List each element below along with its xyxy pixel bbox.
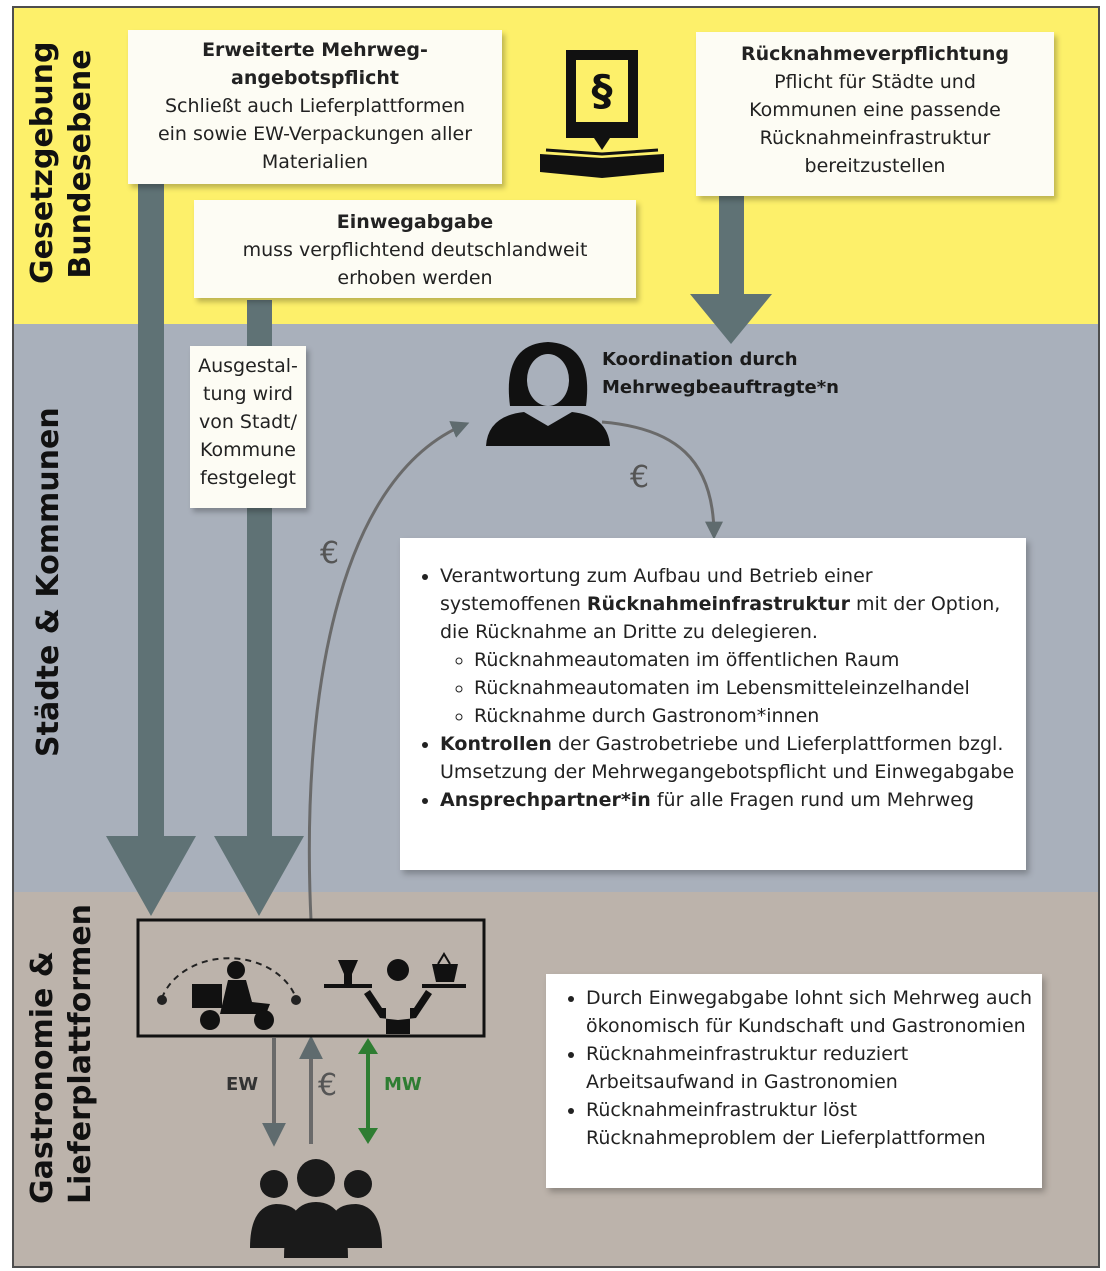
- cities-bullet-infrastructure: Verantwortung zum Aufbau und Betrieb ein…: [440, 562, 1018, 730]
- cities-b2-bold: Kontrollen: [440, 733, 552, 755]
- ruecknahme-line3: Rücknahmeinfrastruktur: [759, 127, 991, 149]
- euro-symbol-flow: €: [318, 1068, 338, 1103]
- gastro-benefit-2: Rücknahmeinfrastruktur reduziert Arbeits…: [586, 1040, 1036, 1096]
- delivery-scooter-icon: [157, 957, 301, 1030]
- cities-sub-3: Rücknahme durch Gastronom*innen: [474, 702, 1018, 730]
- ausgestaltung-line2: tung wird: [203, 383, 293, 405]
- curve-gastro-to-coordinator: [307, 421, 470, 921]
- label-mw: MW: [384, 1074, 422, 1095]
- cities-bullet-controls: Kontrollen der Gastrobetriebe und Liefer…: [440, 730, 1018, 786]
- mehrweg-line2: ein sowie EW-Verpackungen aller: [157, 123, 473, 145]
- einweg-title: Einwegabgabe: [336, 211, 494, 233]
- arrow-mehrweg-down: [106, 184, 196, 916]
- cities-b3-post: für alle Fragen rund um Mehrweg: [650, 789, 975, 811]
- cities-b3-bold: Ansprechpartner*in: [440, 789, 651, 811]
- cities-b1-post: mit der Option, die Rücknahme an Dritte …: [440, 593, 1001, 643]
- euro-symbol-coordinator: €: [630, 460, 650, 495]
- ruecknahme-title: Rücknahmeverpflichtung: [741, 43, 1009, 65]
- arrow-ruecknahme-down: [690, 196, 772, 344]
- box-gastro-benefits: Durch Einwegabgabe lohnt sich Mehrweg au…: [546, 974, 1042, 1188]
- box-cities-responsibilities: Verantwortung zum Aufbau und Betrieb ein…: [400, 538, 1026, 870]
- gastro-benefit-3: Rücknahmeinfrastruktur löst Rücknahmepro…: [586, 1096, 1036, 1152]
- cities-sub-1: Rücknahmeautomaten im öffentlichen Raum: [474, 646, 1018, 674]
- einweg-line1: muss verpflichtend deutschlandweit: [242, 239, 588, 261]
- ausgestaltung-line4: Kommune: [200, 439, 296, 461]
- einweg-line2: erhoben werden: [337, 267, 493, 289]
- gastro-panel: [136, 918, 486, 1038]
- box-mehrwegangebotspflicht: Erweiterte Mehrweg- angebotspflicht Schl…: [128, 30, 502, 184]
- ruecknahme-line4: bereitzustellen: [804, 155, 946, 177]
- mehrweg-title-line1: Erweiterte Mehrweg-: [202, 39, 428, 61]
- box-ruecknahmeverpflichtung: Rücknahmeverpflichtung Pflicht für Städt…: [696, 32, 1054, 196]
- label-ew: EW: [226, 1074, 259, 1095]
- paragraph-symbol: §: [591, 66, 613, 115]
- ruecknahme-line1: Pflicht für Städte und: [774, 71, 976, 93]
- coordinator-label: Koordination durch Mehrwegbeauftragte*n: [602, 346, 839, 402]
- ruecknahme-line2: Kommunen eine passende: [749, 99, 1001, 121]
- coordinator-person-icon: [486, 342, 610, 446]
- law-book-icon: [540, 50, 664, 178]
- flow-arrows: [106, 50, 772, 1258]
- mehrweg-line3: Materialien: [261, 151, 369, 173]
- cities-bullet-contact: Ansprechpartner*in für alle Fragen rund …: [440, 786, 1018, 814]
- box-ausgestaltung: Ausgestal- tung wird von Stadt/ Kommune …: [190, 346, 306, 508]
- box-einwegabgabe: Einwegabgabe muss verpflichtend deutschl…: [194, 200, 636, 298]
- mehrweg-title-line2: angebotspflicht: [231, 67, 399, 89]
- waiter-icon: [324, 952, 466, 1034]
- curve-coordinator-to-box: [601, 420, 723, 540]
- ausgestaltung-line3: von Stadt/: [198, 411, 297, 433]
- gastro-benefit-1: Durch Einwegabgabe lohnt sich Mehrweg au…: [586, 984, 1036, 1040]
- arrow-einweg-down: [214, 300, 304, 916]
- coordinator-line2: Mehrwegbeauftragte*n: [602, 377, 839, 398]
- ausgestaltung-line5: festgelegt: [200, 467, 296, 489]
- ausgestaltung-line1: Ausgestal-: [198, 355, 298, 377]
- diagram-frame: Gesetzgebung Bundesebene Städte & Kommun…: [12, 6, 1100, 1268]
- mehrweg-line1: Schließt auch Lieferplattformen: [164, 95, 466, 117]
- cities-b2-post: der Gastrobetriebe und Lieferplattformen…: [440, 733, 1015, 783]
- cities-b1-pre: Verantwortung zum Aufbau und Betrieb ein…: [440, 565, 873, 615]
- cities-b1-bold: Rücknahmeinfrastruktur: [586, 593, 850, 615]
- customers-group-icon: [250, 1159, 382, 1258]
- cities-sub-2: Rücknahmeautomaten im Lebensmitteleinzel…: [474, 674, 1018, 702]
- euro-symbol-left: €: [320, 536, 340, 571]
- coordinator-line1: Koordination durch: [602, 349, 798, 370]
